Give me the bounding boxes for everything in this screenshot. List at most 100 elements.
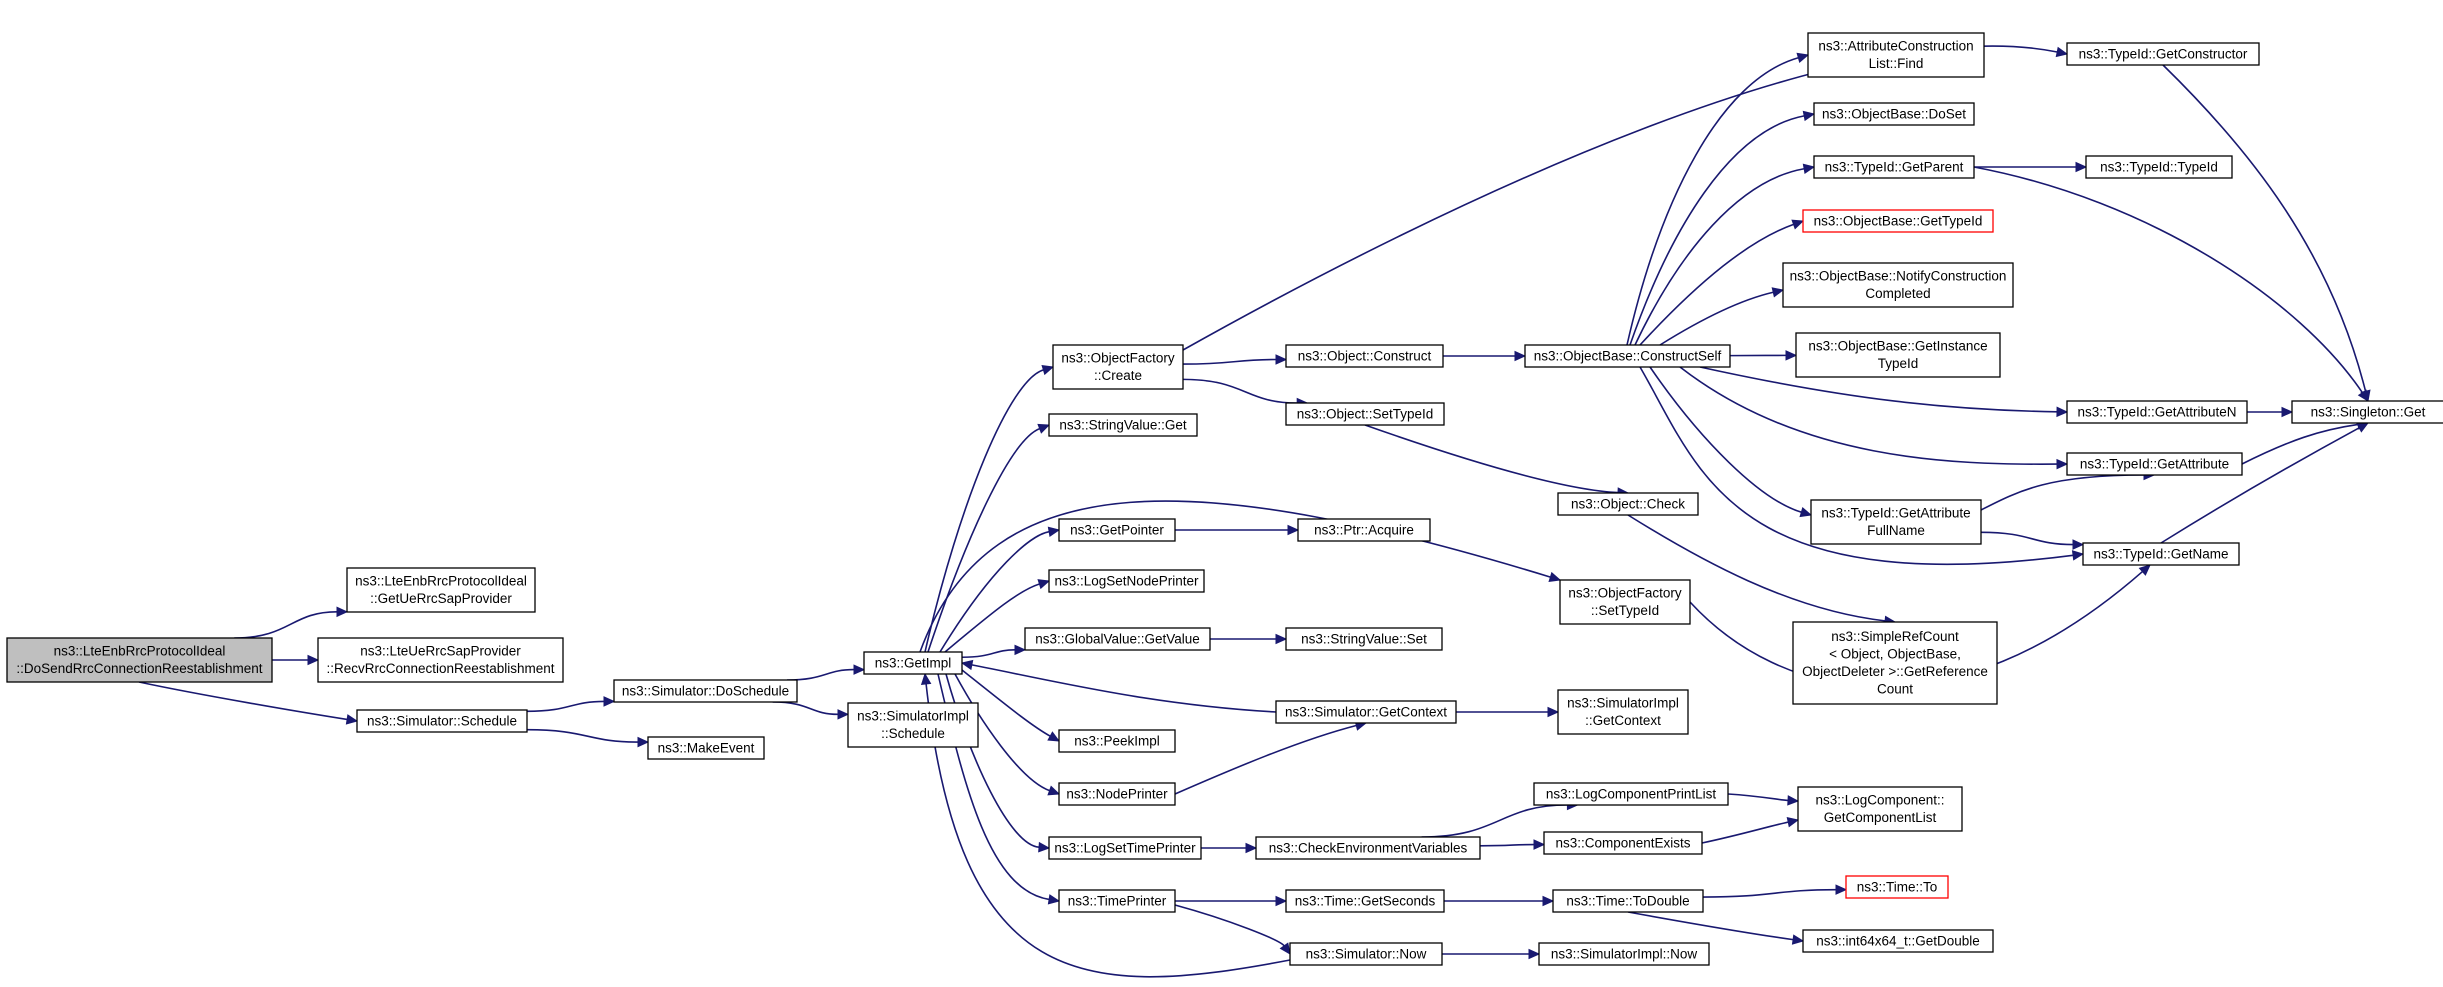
node-timeGetSeconds[interactable]: ns3::Time::GetSeconds bbox=[1285, 889, 1445, 913]
node-tidGetAttributeN[interactable]: ns3::TypeId::GetAttributeN bbox=[2066, 400, 2248, 424]
node-box bbox=[1538, 942, 1710, 966]
node-label: ns3::ObjectFactory bbox=[1061, 351, 1175, 366]
node-obNotify[interactable]: ns3::ObjectBase::NotifyConstructionCompl… bbox=[1782, 262, 2014, 308]
node-getPointer[interactable]: ns3::GetPointer bbox=[1058, 518, 1176, 542]
node-obGetTypeId[interactable]: ns3::ObjectBase::GetTypeId bbox=[1802, 209, 1994, 233]
node-tidGetAttribute[interactable]: ns3::TypeId::GetAttribute bbox=[2066, 452, 2243, 476]
node-label: ns3::TypeId::GetAttributeN bbox=[2077, 404, 2236, 419]
node-box bbox=[1813, 155, 1975, 179]
node-label: < Object, ObjectBase, bbox=[1829, 647, 1961, 662]
node-compExists[interactable]: ns3::ComponentExists bbox=[1543, 831, 1703, 855]
node-simImplGetContext[interactable]: ns3::SimulatorImpl::GetContext bbox=[1557, 689, 1689, 735]
node-label: Count bbox=[1877, 682, 1913, 697]
node-singletonGet[interactable]: ns3::Singleton::Get bbox=[2291, 400, 2443, 424]
node-doSchedule[interactable]: ns3::Simulator::DoSchedule bbox=[613, 679, 798, 703]
node-box bbox=[1255, 836, 1481, 860]
node-tidGetName[interactable]: ns3::TypeId::GetName bbox=[2082, 542, 2240, 566]
node-recvRrc[interactable]: ns3::LteUeRrcSapProvider::RecvRrcConnect… bbox=[317, 637, 564, 683]
node-box bbox=[613, 679, 798, 703]
node-makeEvent[interactable]: ns3::MakeEvent bbox=[647, 736, 765, 760]
node-checkEnv[interactable]: ns3::CheckEnvironmentVariables bbox=[1255, 836, 1481, 860]
node-label: ns3::LteUeRrcSapProvider bbox=[360, 644, 521, 659]
arrowhead-ofSetTypeId-to-tidGetName bbox=[2138, 564, 2151, 576]
edge-compExists-to-logCompGetList bbox=[1701, 821, 1789, 844]
node-logCompGetList[interactable]: ns3::LogComponent::GetComponentList bbox=[1797, 786, 1963, 832]
node-simpleRef[interactable]: ns3::SimpleRefCount< Object, ObjectBase,… bbox=[1792, 621, 1998, 705]
node-nodePrinter[interactable]: ns3::NodePrinter bbox=[1058, 782, 1176, 806]
arrowhead-doSchedule-to-getImpl bbox=[853, 664, 866, 675]
node-ofSetTypeId[interactable]: ns3::ObjectFactory::SetTypeId bbox=[1559, 579, 1691, 625]
node-label: ns3::SimulatorImpl::Now bbox=[1551, 946, 1698, 961]
edge-obConstructSelf-to-tidGetName bbox=[1639, 366, 2074, 565]
arrowhead-schedule-to-makeEvent bbox=[637, 736, 650, 748]
call-edges bbox=[138, 45, 2371, 978]
edge-getImpl-to-gvGetValue bbox=[961, 649, 1016, 659]
node-simImplNow[interactable]: ns3::SimulatorImpl::Now bbox=[1538, 942, 1710, 966]
node-label: ns3::Simulator::GetContext bbox=[1285, 704, 1447, 719]
edge-obConstructSelf-to-tidGetAttributeN bbox=[1699, 366, 2058, 413]
arrowhead-doSchedule-to-simImplSchedule bbox=[837, 709, 850, 720]
node-simImplSchedule[interactable]: ns3::SimulatorImpl::Schedule bbox=[847, 702, 979, 748]
arrowhead-tidGetConstructor-to-singletonGet bbox=[2360, 389, 2371, 403]
node-timeTo[interactable]: ns3::Time::To bbox=[1845, 875, 1949, 899]
node-ofCreate[interactable]: ns3::ObjectFactory::Create bbox=[1052, 344, 1184, 390]
edge-objSetTypeId-to-objCheck bbox=[1364, 424, 1619, 494]
arrowhead-objConstruct-to-obConstructSelf bbox=[1514, 350, 1527, 362]
edge-checkEnv-to-logCompPrintList bbox=[1421, 804, 1568, 838]
node-objCheck[interactable]: ns3::Object::Check bbox=[1557, 492, 1699, 516]
node-label: ns3::TypeId::GetName bbox=[2093, 546, 2228, 561]
node-label: ns3::LogComponentPrintList bbox=[1546, 786, 1717, 801]
arrowhead-obConstructSelf-to-obGetInstance bbox=[1785, 350, 1798, 361]
arrowhead-getImpl-to-getPointer bbox=[1047, 526, 1061, 537]
node-peekImpl[interactable]: ns3::PeekImpl bbox=[1058, 729, 1176, 753]
node-label: Completed bbox=[1865, 286, 1930, 301]
node-label: ns3::TypeId::GetAttribute bbox=[1821, 506, 1970, 521]
node-label: ns3::SimpleRefCount bbox=[1831, 629, 1959, 644]
arrowhead-getImpl-to-logSetNodePrinter bbox=[1037, 579, 1051, 590]
node-ptrAcquire[interactable]: ns3::Ptr::Acquire bbox=[1297, 518, 1431, 542]
node-svGet[interactable]: ns3::StringValue::Get bbox=[1048, 413, 1198, 437]
arrowhead-simGetContext-to-getImpl bbox=[960, 659, 974, 671]
node-simNow[interactable]: ns3::Simulator::Now bbox=[1289, 942, 1443, 966]
node-timePrinter[interactable]: ns3::TimePrinter bbox=[1058, 889, 1176, 913]
arrowhead-simNow-to-simImplNow bbox=[1528, 948, 1541, 960]
arrowhead-timePrinter-to-simNow bbox=[1279, 942, 1291, 955]
edge-tidGetAttribute-to-singletonGet bbox=[2241, 423, 2359, 465]
edge-ofCreate-to-objSetTypeId bbox=[1182, 378, 1298, 404]
edge-obConstructSelf-to-obGetTypeId bbox=[1639, 223, 1794, 346]
edge-doSchedule-to-getImpl bbox=[787, 668, 855, 681]
node-box bbox=[1795, 332, 2001, 378]
node-label: ns3::Time::GetSeconds bbox=[1295, 893, 1436, 908]
node-svSet[interactable]: ns3::StringValue::Set bbox=[1285, 627, 1443, 651]
node-logCompPrintList[interactable]: ns3::LogComponentPrintList bbox=[1533, 782, 1729, 806]
node-label: GetComponentList bbox=[1824, 810, 1937, 825]
node-tidGetParent[interactable]: ns3::TypeId::GetParent bbox=[1813, 155, 1975, 179]
edge-tidGetConstructor-to-singletonGet bbox=[2162, 64, 2367, 392]
node-getUeRrcSap[interactable]: ns3::LteEnbRrcProtocolIdeal::GetUeRrcSap… bbox=[346, 567, 536, 613]
node-gvGetValue[interactable]: ns3::GlobalValue::GetValue bbox=[1024, 627, 1211, 651]
node-timeToDouble[interactable]: ns3::Time::ToDouble bbox=[1552, 889, 1704, 913]
node-tidTypeId[interactable]: ns3::TypeId::TypeId bbox=[2085, 155, 2233, 179]
node-objConstruct[interactable]: ns3::Object::Construct bbox=[1285, 344, 1444, 368]
node-obConstructSelf[interactable]: ns3::ObjectBase::ConstructSelf bbox=[1524, 344, 1731, 368]
arrowhead-obConstructSelf-to-tidGetAttribute bbox=[2056, 458, 2069, 470]
edge-getImpl-to-svGet bbox=[927, 427, 1040, 653]
node-label: ns3::TypeId::TypeId bbox=[2100, 159, 2218, 174]
node-schedule[interactable]: ns3::Simulator::Schedule bbox=[356, 709, 528, 733]
node-root[interactable]: ns3::LteEnbRrcProtocolIdeal::DoSendRrcCo… bbox=[6, 637, 273, 683]
node-label: ns3::ObjectFactory bbox=[1568, 586, 1682, 601]
node-obDoSet[interactable]: ns3::ObjectBase::DoSet bbox=[1813, 102, 1975, 126]
node-objSetTypeId[interactable]: ns3::Object::SetTypeId bbox=[1285, 402, 1445, 426]
node-simGetContext[interactable]: ns3::Simulator::GetContext bbox=[1275, 700, 1457, 724]
node-label: ns3::Object::SetTypeId bbox=[1297, 406, 1434, 421]
node-logSetNodePrinter[interactable]: ns3::LogSetNodePrinter bbox=[1048, 569, 1205, 593]
node-logSetTimePrinter[interactable]: ns3::LogSetTimePrinter bbox=[1048, 836, 1202, 860]
edge-tidGetParent-to-singletonGet bbox=[1973, 166, 2364, 394]
node-getImpl[interactable]: ns3::GetImpl bbox=[863, 651, 963, 675]
node-tidGetConstructor[interactable]: ns3::TypeId::GetConstructor bbox=[2066, 42, 2260, 66]
node-int64GetDouble[interactable]: ns3::int64x64_t::GetDouble bbox=[1802, 929, 1994, 953]
arrowhead-getImpl-to-gvGetValue bbox=[1014, 644, 1027, 656]
